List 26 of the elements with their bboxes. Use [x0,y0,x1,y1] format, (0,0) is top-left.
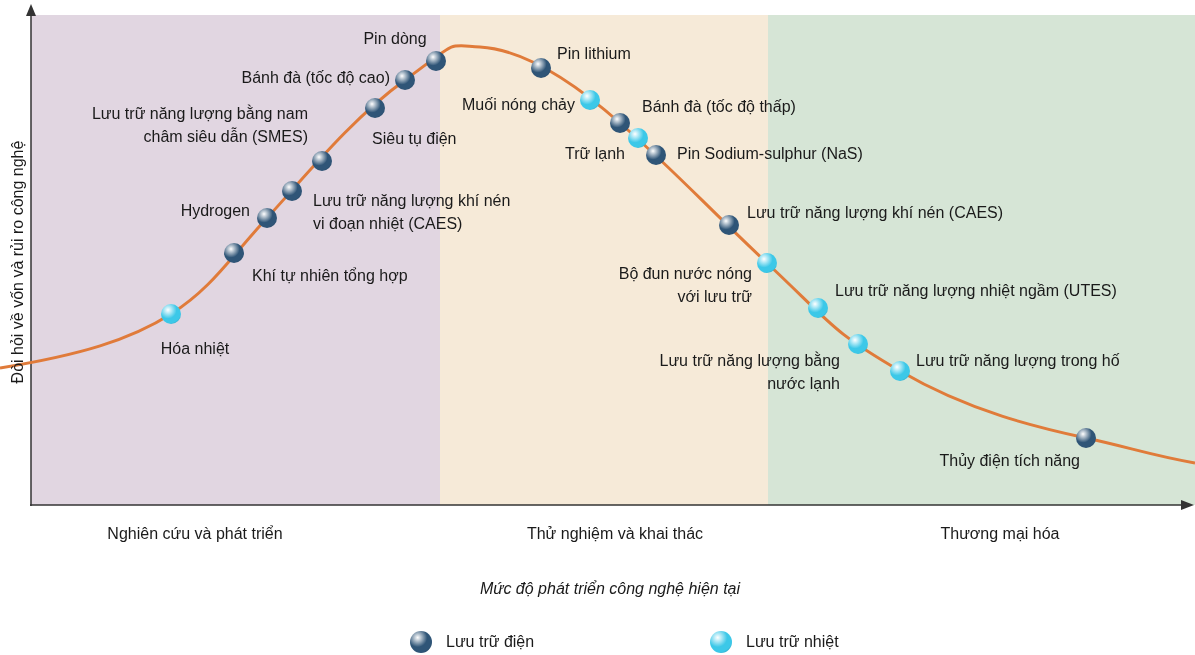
legend-text: Lưu trữ điện [446,632,535,652]
technology-label: Lưu trữ năng lượng khí nén vi đoạn nhiệt (CAES) [313,191,512,234]
technology-label: Siêu tụ điện [372,129,458,149]
technology-label: Trữ lạnh [564,144,625,164]
technology-label: Muối nóng chảy [461,95,575,115]
x-axis-title: Mức độ phát triển công nghệ hiện tại [478,579,742,599]
technology-label: Thủy điện tích năng [938,451,1080,471]
technology-label: Bánh đà (tốc độ thấp) [642,97,797,117]
technology-label: Hóa nhiệt [159,339,231,359]
technology-label: Bánh đà (tốc độ cao) [240,68,390,88]
y-axis-title: Đòi hỏi về vốn và rủi ro công nghệ [8,139,27,386]
technology-label: Khí tự nhiên tổng hợp [252,266,409,286]
technology-label: Pin lithium [557,44,632,64]
technology-label: Pin Sodium-sulphur (NaS) [677,144,864,164]
legend-text: Lưu trữ nhiệt [746,632,839,652]
stage-label: Nghiên cứu và phát triển [106,524,284,544]
technology-label: Lưu trữ năng lượng khí nén (CAES) [747,203,1005,223]
technology-label: Hydrogen [179,201,250,221]
technology-label: Bộ đun nước nóng với lưu trữ [617,264,752,307]
technology-label: Lưu trữ năng lượng bằng nước lạnh [658,350,840,394]
technology-label: Pin dòng [362,29,428,49]
stage-label: Thử nghiệm và khai thác [525,524,705,544]
technology-label: Lưu trữ năng lượng trong hố [916,351,1121,371]
stage-label: Thương mại hóa [939,524,1061,544]
technology-label: Lưu trữ năng lượng nhiệt ngầm (UTES) [835,281,1118,301]
technology-label: Lưu trữ năng lượng bằng nam châm siêu dẫn (SMES) [90,103,308,147]
